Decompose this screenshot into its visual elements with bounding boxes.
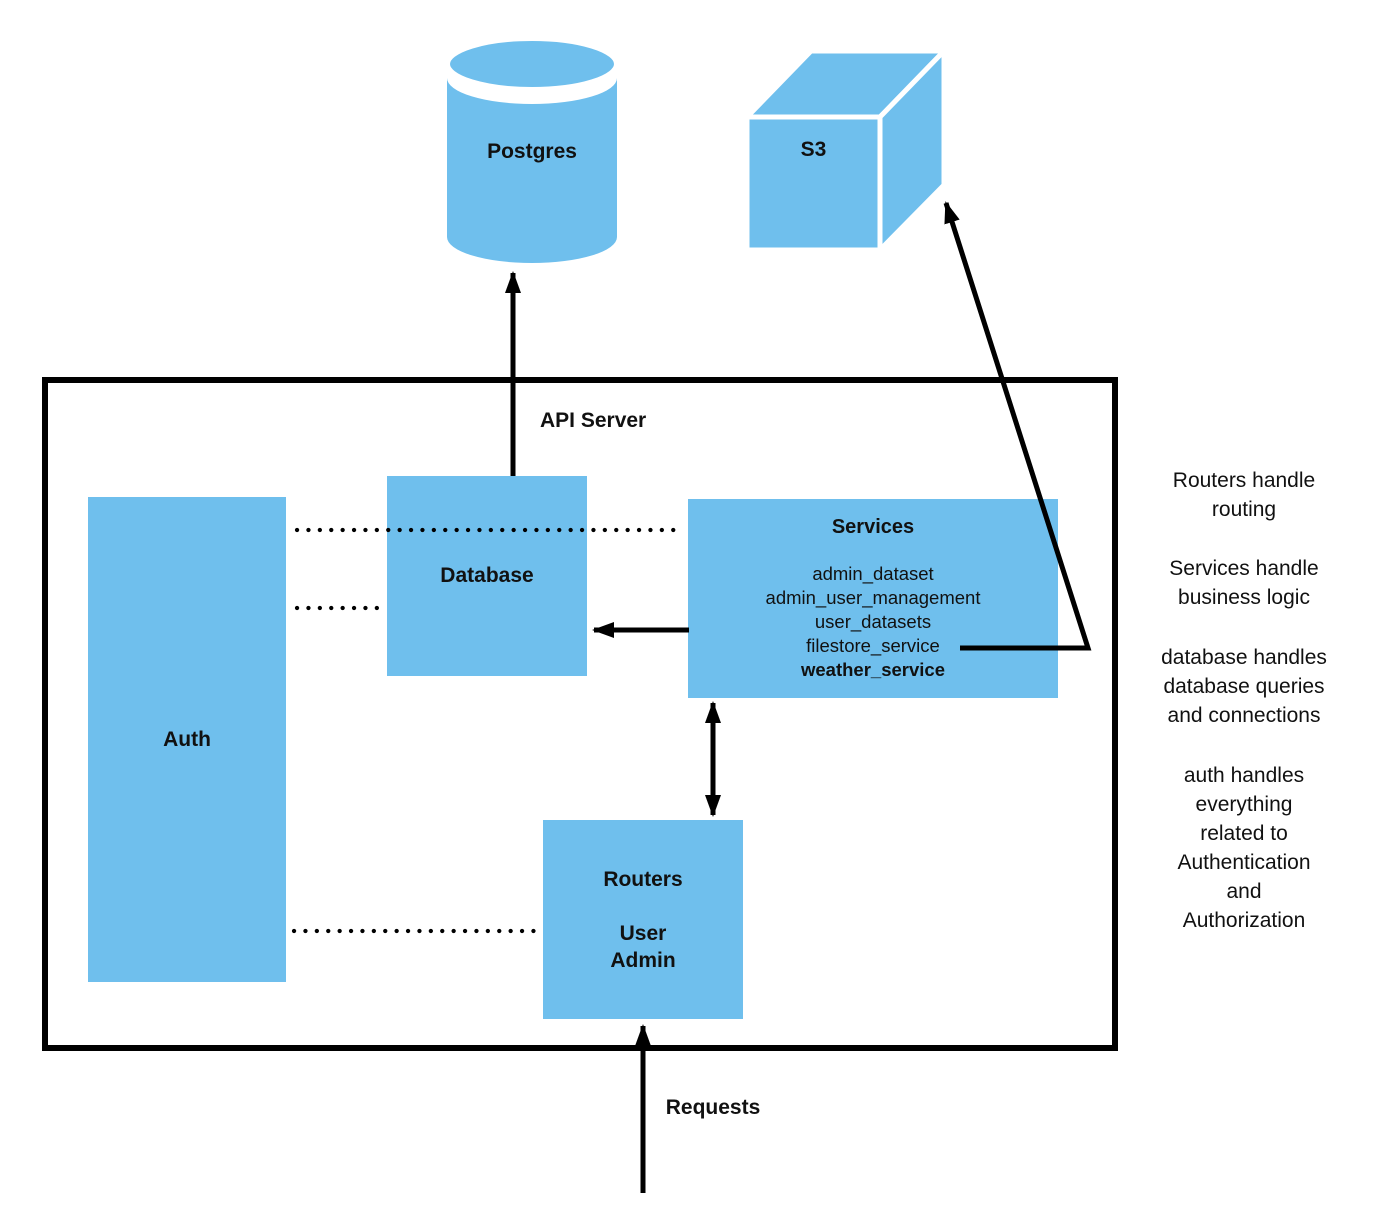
service-item-admin-user-management: admin_user_management	[765, 587, 981, 608]
requests-label: Requests	[665, 1096, 761, 1119]
s3-label: S3	[800, 138, 827, 161]
database-label: Database	[440, 564, 534, 587]
service-item-weather-service: weather_service	[801, 659, 945, 680]
auth-box: Auth	[88, 497, 286, 982]
note-database: database handles database queries and co…	[1161, 646, 1327, 727]
api-server-title: API Server	[540, 409, 647, 432]
note-routers: Routers handle routing	[1172, 469, 1316, 521]
note-services: Services handle business logic	[1169, 557, 1319, 609]
s3-cube-front-face	[744, 114, 883, 253]
auth-label: Auth	[163, 727, 211, 751]
routers-admin-label: Admin	[610, 948, 676, 972]
postgres-cylinder-top	[444, 35, 620, 93]
routers-box: Routers User Admin	[543, 820, 743, 1019]
s3-cube-top-face	[741, 48, 950, 120]
database-box: Database	[387, 476, 587, 676]
routers-label: Routers	[603, 867, 683, 891]
s3-cube-right-face	[877, 44, 947, 257]
service-item-user-datasets: user_datasets	[814, 611, 932, 632]
services-gap	[688, 541, 1058, 562]
api-server-boundary-box	[42, 377, 1118, 1051]
note-auth: auth handles everything related to Authe…	[1177, 764, 1311, 932]
routers-user-label: User	[619, 921, 667, 945]
postgres-label: Postgres	[487, 140, 577, 163]
service-item-filestore-service: filestore_service	[806, 635, 940, 656]
services-box: Services admin_dataset admin_user_manage…	[688, 499, 1058, 698]
postgres-cylinder-body	[447, 78, 617, 263]
service-item-admin-dataset: admin_dataset	[812, 563, 934, 584]
services-title: Services	[831, 516, 915, 538]
